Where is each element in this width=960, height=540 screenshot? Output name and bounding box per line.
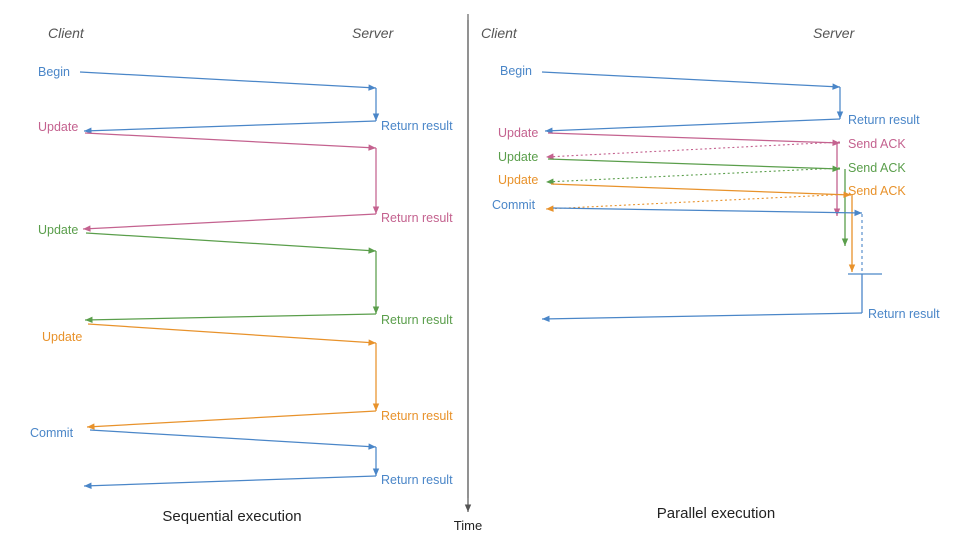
message-arrowhead <box>368 84 376 91</box>
message-label-return-result: Return result <box>848 113 920 127</box>
message-arrowhead <box>832 139 840 146</box>
lane-header-client: Client <box>48 25 85 41</box>
server-bar-arrowhead <box>372 113 380 121</box>
message-arrowhead <box>84 482 92 489</box>
message-arrowhead <box>843 191 851 198</box>
message-line-orange <box>545 193 852 210</box>
server-bar-arrowhead <box>841 238 849 246</box>
message-label-return-result: Return result <box>381 473 453 487</box>
message-arrowhead <box>83 225 91 232</box>
message-label-return-result: Return result <box>381 211 453 225</box>
message-label-begin: Begin <box>500 64 532 78</box>
server-bar-arrowhead <box>848 264 856 272</box>
panel-caption-parallel: Parallel execution <box>657 505 775 522</box>
message-line-blue <box>541 312 863 320</box>
message-arrowhead <box>545 127 553 134</box>
server-bar-arrowhead <box>372 468 380 476</box>
lane-header-server: Server <box>813 25 856 41</box>
message-label-commit: Commit <box>30 426 74 440</box>
message-arrowhead <box>546 205 554 212</box>
message-line-orange <box>86 410 377 428</box>
message-line-blue <box>541 71 841 88</box>
message-line-blue <box>552 207 863 214</box>
message-line-pink <box>82 213 377 230</box>
message-line-orange <box>87 323 377 344</box>
message-arrowhead <box>84 127 92 134</box>
message-arrowhead <box>368 144 376 151</box>
message-label-begin: Begin <box>38 65 70 79</box>
message-arrowhead <box>832 165 840 172</box>
message-line-green <box>85 232 377 252</box>
message-arrowhead <box>85 316 93 324</box>
message-label-update: Update <box>498 150 538 164</box>
message-arrowhead <box>546 153 554 160</box>
message-arrowhead <box>832 83 840 90</box>
message-label-send-ack: Send ACK <box>848 137 906 151</box>
lane-header-server: Server <box>352 25 395 41</box>
server-bar-arrowhead <box>372 206 380 214</box>
message-line-orange <box>550 183 852 196</box>
message-line-blue <box>79 71 377 89</box>
message-arrowhead <box>368 339 376 346</box>
message-label-send-ack: Send ACK <box>848 184 906 198</box>
message-label-return-result: Return result <box>381 409 453 423</box>
server-bar-arrowhead <box>372 306 380 314</box>
message-arrowhead <box>368 247 376 254</box>
message-line-blue <box>83 475 377 487</box>
message-line-pink <box>547 132 841 144</box>
time-axis-label: Time <box>454 518 482 533</box>
message-label-update: Update <box>498 126 538 140</box>
message-label-return-result: Return result <box>381 313 453 327</box>
message-label-update: Update <box>42 330 82 344</box>
time-axis-arrowhead <box>464 504 472 512</box>
message-arrowhead <box>854 209 862 217</box>
message-label-commit: Commit <box>492 198 536 212</box>
message-line-green <box>547 158 841 170</box>
message-arrowhead <box>546 178 554 185</box>
message-label-return-result: Return result <box>868 307 940 321</box>
message-label-update: Update <box>38 223 78 237</box>
message-line-green <box>545 167 841 183</box>
message-line-blue <box>89 429 377 448</box>
server-bar-arrowhead <box>836 111 844 119</box>
message-arrowhead <box>368 443 376 450</box>
message-label-return-result: Return result <box>381 119 453 133</box>
panel-caption-sequential: Sequential execution <box>162 508 301 525</box>
lane-header-client: Client <box>481 25 518 41</box>
message-arrowhead <box>87 423 95 430</box>
message-label-update: Update <box>498 173 538 187</box>
message-line-pink <box>545 141 841 158</box>
message-label-send-ack: Send ACK <box>848 161 906 175</box>
message-line-blue <box>83 120 377 132</box>
message-line-blue <box>544 118 841 132</box>
message-arrowhead <box>542 315 550 323</box>
message-line-green <box>84 313 377 321</box>
server-bar-arrowhead <box>372 403 380 411</box>
message-label-update: Update <box>38 120 78 134</box>
message-line-pink <box>84 132 377 149</box>
